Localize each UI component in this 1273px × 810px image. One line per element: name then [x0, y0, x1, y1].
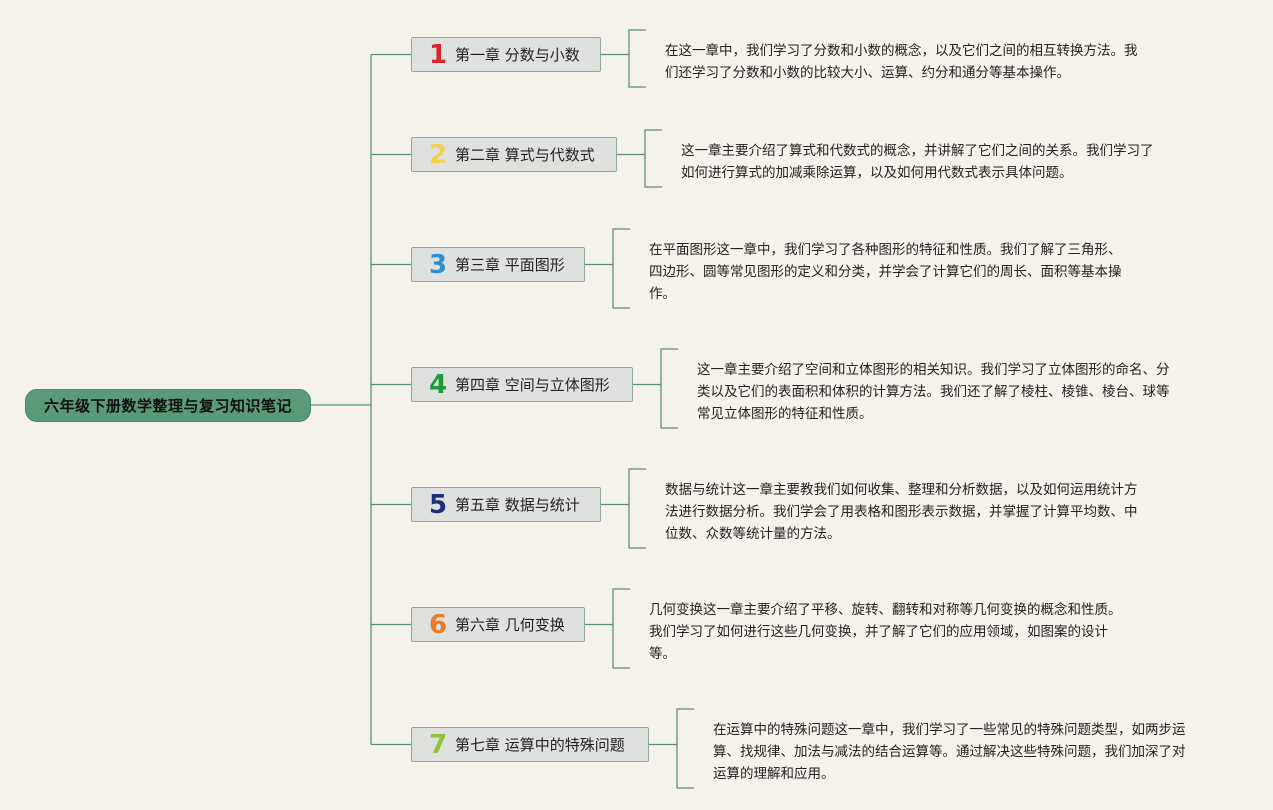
chapter-number: 2 [428, 139, 448, 170]
description-line: 在这一章中，我们学习了分数和小数的概念，以及它们之间的相互转换方法。我 [665, 43, 1138, 59]
connector-line [612, 228, 630, 309]
root-node[interactable]: 六年级下册数学整理与复习知识笔记 [25, 389, 311, 422]
description-line: 在平面图形这一章中，我们学习了各种图形的特征和性质。我们了解了三角形、 [649, 242, 1122, 258]
chapter-node-1[interactable]: 1 第一章 分数与小数 [411, 37, 601, 72]
chapter-description-3: 在平面图形这一章中，我们学习了各种图形的特征和性质。我们了解了三角形、四边形、圆… [649, 239, 1122, 305]
description-line: 作。 [649, 286, 676, 302]
chapter-description-4: 这一章主要介绍了空间和立体图形的相关知识。我们学习了立体图形的命名、分类以及它们… [697, 359, 1170, 425]
description-line: 几何变换这一章主要介绍了平移、旋转、翻转和对称等几何变换的概念和性质。 [649, 602, 1122, 618]
description-line: 位数、众数等统计量的方法。 [665, 526, 841, 542]
chapter-description-1: 在这一章中，我们学习了分数和小数的概念，以及它们之间的相互转换方法。我们还学习了… [665, 40, 1138, 84]
chapter-label: 第二章 算式与代数式 [455, 146, 595, 164]
description-line: 我们学习了如何进行这些几何变换，并了解了它们的应用领域，如图案的设计 [649, 624, 1108, 640]
description-line: 这一章主要介绍了空间和立体图形的相关知识。我们学习了立体图形的命名、分 [697, 362, 1170, 378]
connector-line [628, 29, 646, 88]
root-title: 六年级下册数学整理与复习知识笔记 [43, 397, 292, 415]
chapter-node-6[interactable]: 6 第六章 几何变换 [411, 607, 585, 642]
description-line: 等。 [649, 646, 676, 662]
connector-line [612, 588, 630, 669]
chapter-label: 第三章 平面图形 [455, 256, 565, 274]
description-line: 常见立体图形的特征和性质。 [697, 406, 873, 422]
chapter-node-7[interactable]: 7 第七章 运算中的特殊问题 [411, 727, 649, 762]
chapter-label: 第一章 分数与小数 [455, 46, 580, 64]
description-line: 算、找规律、加法与减法的结合运算等。通过解决这些特殊问题，我们加深了对 [713, 744, 1186, 760]
description-line: 数据与统计这一章主要教我们如何收集、整理和分析数据，以及如何运用统计方 [665, 482, 1138, 498]
description-line: 如何进行算式的加减乘除运算，以及如何用代数式表示具体问题。 [681, 165, 1073, 181]
description-line: 类以及它们的表面积和体积的计算方法。我们还了解了棱柱、棱锥、棱台、球等 [697, 384, 1170, 400]
chapter-node-3[interactable]: 3 第三章 平面图形 [411, 247, 585, 282]
chapter-number: 1 [428, 39, 448, 70]
chapter-description-5: 数据与统计这一章主要教我们如何收集、整理和分析数据，以及如何运用统计方法进行数据… [665, 479, 1138, 545]
chapter-description-6: 几何变换这一章主要介绍了平移、旋转、翻转和对称等几何变换的概念和性质。我们学习了… [649, 599, 1122, 665]
description-line: 四边形、圆等常见图形的定义和分类，并学会了计算它们的周长、面积等基本操 [649, 264, 1122, 280]
chapter-label: 第七章 运算中的特殊问题 [455, 736, 625, 754]
description-line: 在运算中的特殊问题这一章中，我们学习了一些常见的特殊问题类型，如两步运 [713, 722, 1186, 738]
connector-line [628, 468, 646, 549]
chapter-node-5[interactable]: 5 第五章 数据与统计 [411, 487, 601, 522]
chapter-label: 第四章 空间与立体图形 [455, 376, 610, 394]
connector-line [660, 348, 678, 429]
description-line: 运算的理解和应用。 [713, 766, 835, 782]
connector-line [644, 129, 662, 188]
chapter-node-4[interactable]: 4 第四章 空间与立体图形 [411, 367, 633, 402]
chapter-number: 4 [428, 369, 448, 400]
description-line: 们还学习了分数和小数的比较大小、运算、约分和通分等基本操作。 [665, 65, 1070, 81]
chapter-label: 第六章 几何变换 [455, 616, 565, 634]
chapter-number: 7 [428, 729, 448, 760]
description-line: 这一章主要介绍了算式和代数式的概念，并讲解了它们之间的关系。我们学习了 [681, 143, 1154, 159]
chapter-label: 第五章 数据与统计 [455, 496, 580, 514]
chapter-node-2[interactable]: 2 第二章 算式与代数式 [411, 137, 617, 172]
connector-line [676, 708, 694, 789]
chapter-number: 6 [428, 609, 448, 640]
chapter-description-2: 这一章主要介绍了算式和代数式的概念，并讲解了它们之间的关系。我们学习了如何进行算… [681, 140, 1154, 184]
chapter-number: 3 [428, 249, 448, 280]
description-line: 法进行数据分析。我们学会了用表格和图形表示数据，并掌握了计算平均数、中 [665, 504, 1138, 520]
chapter-description-7: 在运算中的特殊问题这一章中，我们学习了一些常见的特殊问题类型，如两步运算、找规律… [713, 719, 1186, 785]
chapter-number: 5 [428, 489, 448, 520]
